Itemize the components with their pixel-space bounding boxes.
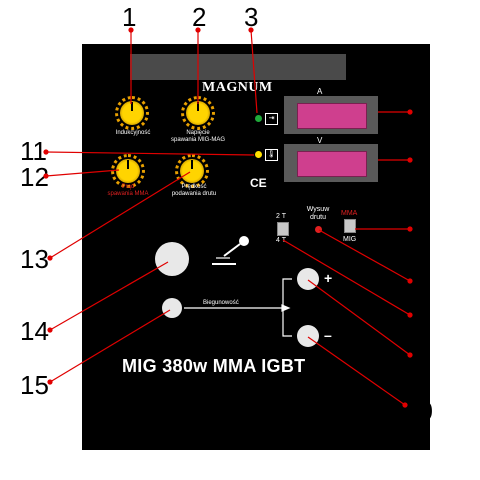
wire-speed-knob[interactable] <box>180 159 204 183</box>
mig-voltage-knob[interactable] <box>186 101 210 125</box>
leader-15 <box>49 309 171 383</box>
wire-feed-button[interactable] <box>315 226 322 233</box>
leader-9 <box>307 279 411 356</box>
callout-3: 3 <box>244 2 259 32</box>
leader-13-dot <box>47 255 53 261</box>
callout-15: 15 <box>20 370 49 400</box>
leader-10-dot <box>402 402 408 408</box>
mode-mig-label: MIG <box>343 236 357 243</box>
leader-3-dot <box>248 27 254 33</box>
thermometer-icon: 🌡 <box>265 149 278 161</box>
ammeter-unit: A <box>317 87 323 96</box>
leader-5-dot <box>407 157 413 163</box>
leader-2-dot <box>195 27 201 33</box>
knob-scale <box>115 96 149 130</box>
callout-13: 13 <box>20 244 49 274</box>
ammeter-screen <box>297 103 367 129</box>
leader-12 <box>45 169 120 177</box>
callout-1: 1 <box>122 2 137 32</box>
callout-2: 2 <box>192 2 207 32</box>
power-plug-icon: ⇥ <box>265 113 278 125</box>
callout-11: 11 <box>20 136 47 166</box>
inductance-knob[interactable] <box>120 101 144 125</box>
plus-sign: + <box>324 270 333 286</box>
power-led <box>255 115 262 122</box>
inductance-label: Indukcyjność <box>115 130 151 136</box>
overheat-led <box>255 151 262 158</box>
leader-14-dot <box>47 327 53 333</box>
callout-14: 14 <box>20 316 49 346</box>
ammeter-display <box>284 96 378 134</box>
wire-speed-label-line2: podawania drutu <box>171 191 217 197</box>
polarity-socket[interactable] <box>162 298 182 318</box>
mig-voltage-label-line2: spawania MIG-MAG <box>170 137 225 143</box>
leader-6-dot <box>407 226 413 232</box>
leader-8 <box>282 239 411 316</box>
switch-4t-label: 4 T <box>276 237 286 244</box>
wire-feed-label-line1: Wysuw <box>306 206 330 213</box>
polarity-arrow-head <box>281 304 291 312</box>
leader-3 <box>250 29 258 114</box>
leader-1-dot <box>128 27 134 33</box>
welding-torch-icon <box>212 236 249 265</box>
voltmeter-display <box>284 144 378 182</box>
knob-scale <box>175 154 209 188</box>
leader-7-dot <box>407 278 413 284</box>
leader-15-dot <box>47 379 53 385</box>
mma-current-label-line2: spawania MMA <box>107 191 149 197</box>
leader-10 <box>307 336 406 406</box>
leader-7 <box>318 229 411 282</box>
mode-mma-label: MMA <box>341 210 358 217</box>
mma-mig-switch[interactable] <box>344 219 356 233</box>
top-panel-strip <box>130 54 346 80</box>
leader-8-dot <box>407 312 413 318</box>
leader-11 <box>45 151 255 156</box>
leader-14 <box>49 261 169 331</box>
wire-feed-label-line2: drutu <box>310 214 326 221</box>
leader-9-dot <box>407 352 413 358</box>
leader-12-dot <box>43 173 49 179</box>
voltmeter-unit: V <box>317 136 323 145</box>
mig-voltage-label-line1: Napięcie <box>186 130 210 136</box>
minus-sign: – <box>324 327 332 343</box>
switch-2t-label: 2 T <box>276 213 286 220</box>
polarity-label: Biegunowość <box>203 300 239 306</box>
leader-4-dot <box>407 109 413 115</box>
leader-13 <box>49 171 191 259</box>
2t-4t-switch[interactable] <box>277 222 289 236</box>
voltmeter-screen <box>297 151 367 177</box>
ce-mark: CE <box>250 176 267 190</box>
model-title: MIG 380w MMA IGBT <box>122 356 306 376</box>
wire-speed-label-line1: Prędkość <box>181 184 207 190</box>
mma-current-knob[interactable] <box>116 159 140 183</box>
torch-socket[interactable] <box>155 242 189 276</box>
leader-11-dot <box>43 149 49 155</box>
mma-current-label-line1: Prąd <box>121 184 135 190</box>
